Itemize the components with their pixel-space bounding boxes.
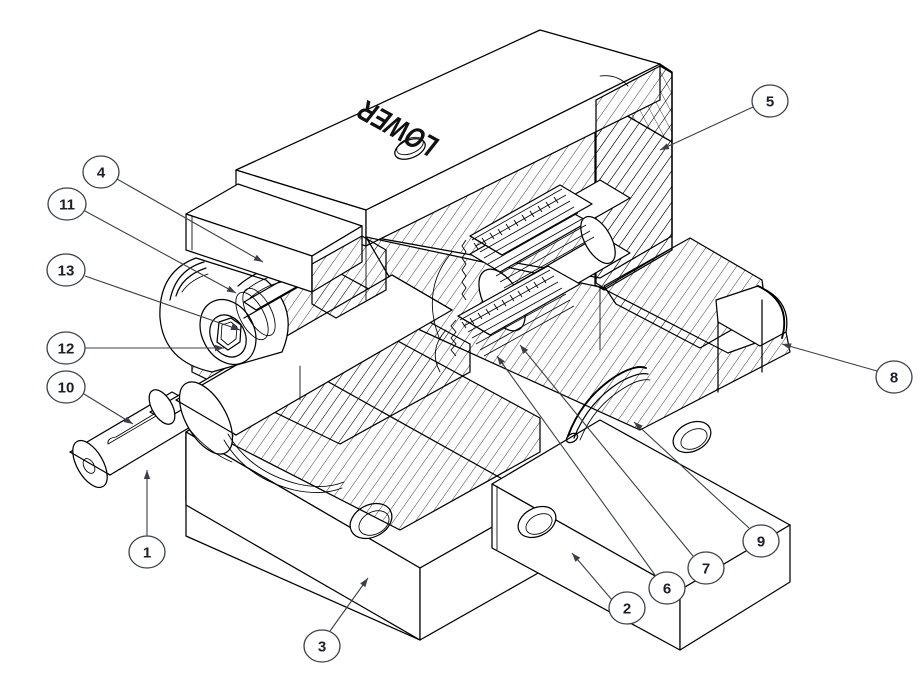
leader-line-3 xyxy=(329,577,369,632)
leader-arrow-10 xyxy=(123,416,133,424)
balloon-circle-5[interactable] xyxy=(751,84,789,118)
gear-tooth-profile-lower xyxy=(450,319,457,357)
leader-line-10 xyxy=(83,393,134,425)
balloon-2[interactable]: 2 xyxy=(571,552,646,625)
balloon-circle-8[interactable] xyxy=(875,360,913,394)
leader-arrow-5 xyxy=(660,143,670,150)
leader-arrow-11 xyxy=(226,285,236,293)
balloon-label-3: 3 xyxy=(318,639,326,656)
leader-line-9 xyxy=(633,421,750,529)
balloon-8[interactable]: 8 xyxy=(781,343,913,394)
balloon-circle-12[interactable] xyxy=(46,331,86,365)
balloon-circle-3[interactable] xyxy=(303,629,341,663)
balloon-9[interactable]: 9 xyxy=(633,421,780,558)
leader-line-2 xyxy=(571,552,613,601)
ring-groove-left xyxy=(223,433,345,493)
driven-gear xyxy=(469,184,595,289)
balloon-circle-7[interactable] xyxy=(687,551,725,585)
balloon-12[interactable]: 12 xyxy=(46,331,224,365)
balloon-circle-10[interactable] xyxy=(46,370,86,404)
balloon-label-4: 4 xyxy=(97,165,106,182)
balloon-label-10: 10 xyxy=(58,380,75,397)
balloon-label-8: 8 xyxy=(890,370,898,387)
balloon-circle-4[interactable] xyxy=(82,155,120,189)
balloon-circle-1[interactable] xyxy=(128,535,166,569)
leader-arrow-12 xyxy=(215,344,224,352)
leader-arrow-3 xyxy=(360,578,368,588)
balloon-13[interactable]: 13 xyxy=(46,253,241,331)
leader-arrow-6 xyxy=(497,356,505,366)
balloon-circle-13[interactable] xyxy=(46,253,86,287)
balloon-circle-11[interactable] xyxy=(47,187,87,221)
balloon-label-9: 9 xyxy=(757,534,765,551)
leader-arrow-4 xyxy=(253,254,263,262)
balloon-label-7: 7 xyxy=(702,561,710,578)
balloon-label-12: 12 xyxy=(58,341,75,358)
balloon-11[interactable]: 11 xyxy=(47,187,237,294)
balloon-1[interactable]: 1 xyxy=(128,470,166,569)
housing-boss-right xyxy=(715,285,788,393)
leader-arrow-1 xyxy=(143,470,151,479)
leader-arrow-8 xyxy=(782,343,792,350)
leader-line-5 xyxy=(659,106,754,151)
balloon-7[interactable]: 7 xyxy=(519,344,725,585)
balloon-label-6: 6 xyxy=(663,581,671,598)
spacer-rings xyxy=(235,287,276,341)
balloon-label-5: 5 xyxy=(766,94,774,111)
mounting-hole-right xyxy=(517,505,557,539)
leader-arrow-2 xyxy=(572,553,581,562)
leader-arrow-7 xyxy=(520,345,529,354)
balloon-5[interactable]: 5 xyxy=(659,84,789,151)
balloon-circle-9[interactable] xyxy=(742,524,780,558)
leader-line-13 xyxy=(84,275,241,331)
balloon-label-2: 2 xyxy=(623,601,631,618)
balloon-4[interactable]: 4 xyxy=(82,155,264,263)
leader-line-4 xyxy=(116,178,264,263)
leader-arrow-13 xyxy=(230,324,240,331)
balloon-label-11: 11 xyxy=(59,197,75,214)
balloon-label-1: 1 xyxy=(143,545,151,562)
pinion-gear xyxy=(457,265,581,357)
balloon-circle-6[interactable] xyxy=(648,571,686,605)
leader-line-7 xyxy=(519,344,694,557)
shaft-mid-cylinder xyxy=(175,274,453,455)
retaining-ring xyxy=(565,366,651,444)
mounting-hole-far-right xyxy=(672,420,712,454)
gear-tooth-profile-upper xyxy=(461,239,467,301)
top-face-dimple xyxy=(394,136,426,160)
balloon-label-13: 13 xyxy=(58,263,75,280)
balloon-10[interactable]: 10 xyxy=(46,370,134,425)
leader-arrow-9 xyxy=(634,422,643,431)
leader-line-6 xyxy=(496,355,656,576)
balloon-circle-2[interactable] xyxy=(608,591,646,625)
balloon-6[interactable]: 6 xyxy=(496,355,686,605)
leader-line-11 xyxy=(84,210,237,294)
leader-line-8 xyxy=(781,343,878,372)
balloon-3[interactable]: 3 xyxy=(303,577,369,663)
